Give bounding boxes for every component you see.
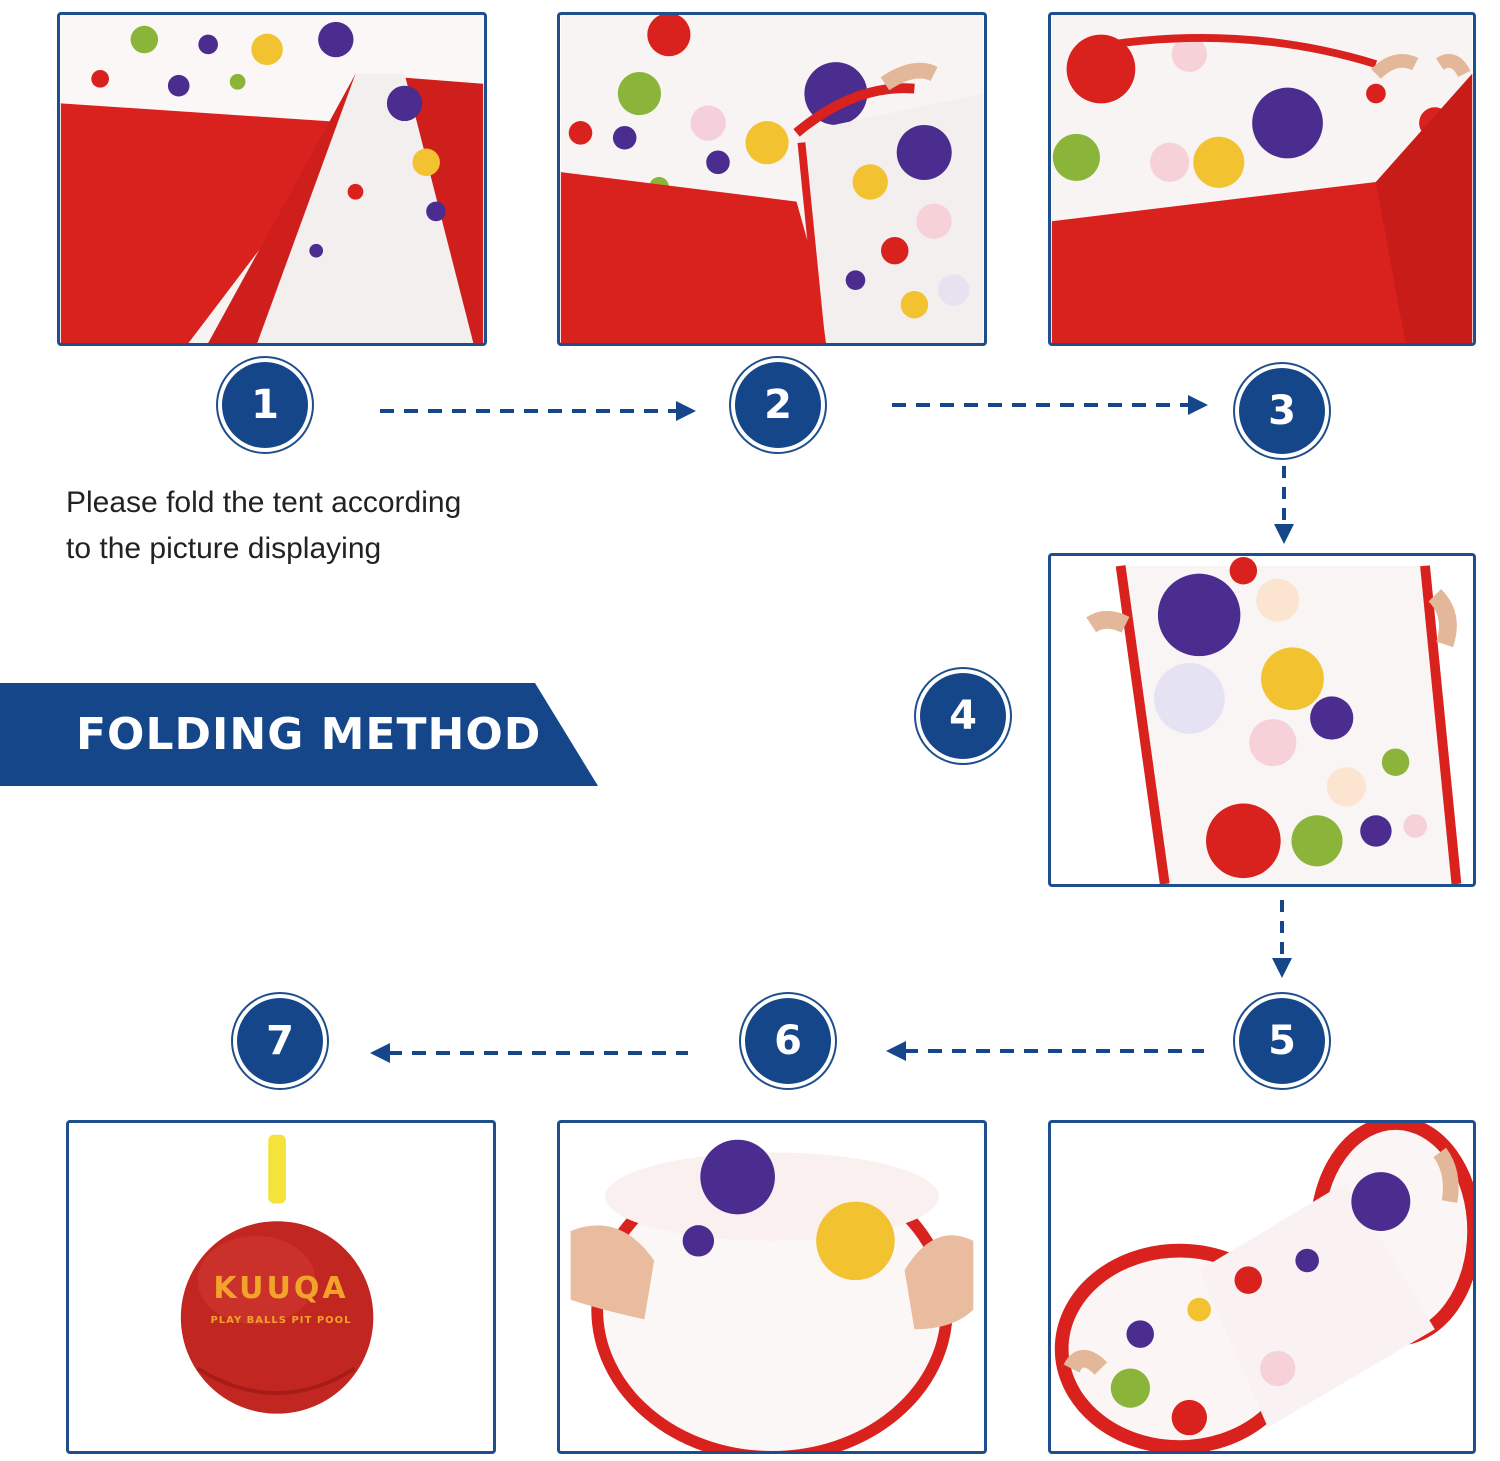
- step-4-number: 4: [920, 673, 1006, 759]
- bag-tagline: PLAY BALLS PIT POOL: [210, 1315, 352, 1326]
- step-1-number: 1: [222, 362, 308, 448]
- folding-method-banner: FOLDING METHOD: [0, 683, 600, 786]
- tent-fold-photo-6: [560, 1123, 984, 1451]
- step-5-number: 5: [1239, 998, 1325, 1084]
- banner-title: FOLDING METHOD: [76, 709, 542, 760]
- step-7-photo: KUUQA PLAY BALLS PIT POOL: [66, 1120, 496, 1454]
- step-2-number: 2: [735, 362, 821, 448]
- bag-brand-logo: KUUQA: [213, 1271, 349, 1306]
- step-1-photo: [57, 12, 487, 346]
- step-6-photo: [557, 1120, 987, 1454]
- step-7-number: 7: [237, 998, 323, 1084]
- arrow-right-icon: [892, 395, 1208, 415]
- step-3-badge: 3: [1233, 362, 1331, 460]
- arrow-right-icon: [380, 401, 696, 421]
- step-2-photo: [557, 12, 987, 346]
- tent-fold-photo-1: [60, 15, 484, 343]
- instruction-line-2: to the picture displaying: [66, 532, 382, 565]
- arrow-down-icon: [1274, 466, 1294, 544]
- tent-fold-photo-3: [1051, 15, 1473, 343]
- step-6-number: 6: [745, 998, 831, 1084]
- arrow-down-icon: [1272, 900, 1292, 978]
- arrow-left-icon: [886, 1041, 1204, 1061]
- storage-bag-photo: [69, 1123, 493, 1451]
- step-3-number: 3: [1239, 368, 1325, 454]
- step-6-badge: 6: [739, 992, 837, 1090]
- tent-fold-photo-2: [560, 15, 984, 343]
- folding-instruction: Please fold the tent according to the pi…: [66, 480, 546, 572]
- step-1-badge: 1: [216, 356, 314, 454]
- banner-shape: [0, 683, 598, 786]
- arrow-left-icon: [370, 1043, 688, 1063]
- step-3-photo: [1048, 12, 1476, 346]
- step-2-badge: 2: [729, 356, 827, 454]
- step-7-badge: 7: [231, 992, 329, 1090]
- instruction-line-1: Please fold the tent according: [66, 486, 462, 519]
- step-5-badge: 5: [1233, 992, 1331, 1090]
- tent-fold-photo-4: [1051, 556, 1473, 884]
- step-4-photo: [1048, 553, 1476, 887]
- step-5-photo: [1048, 1120, 1476, 1454]
- step-4-badge: 4: [914, 667, 1012, 765]
- tent-fold-photo-5: [1051, 1123, 1473, 1451]
